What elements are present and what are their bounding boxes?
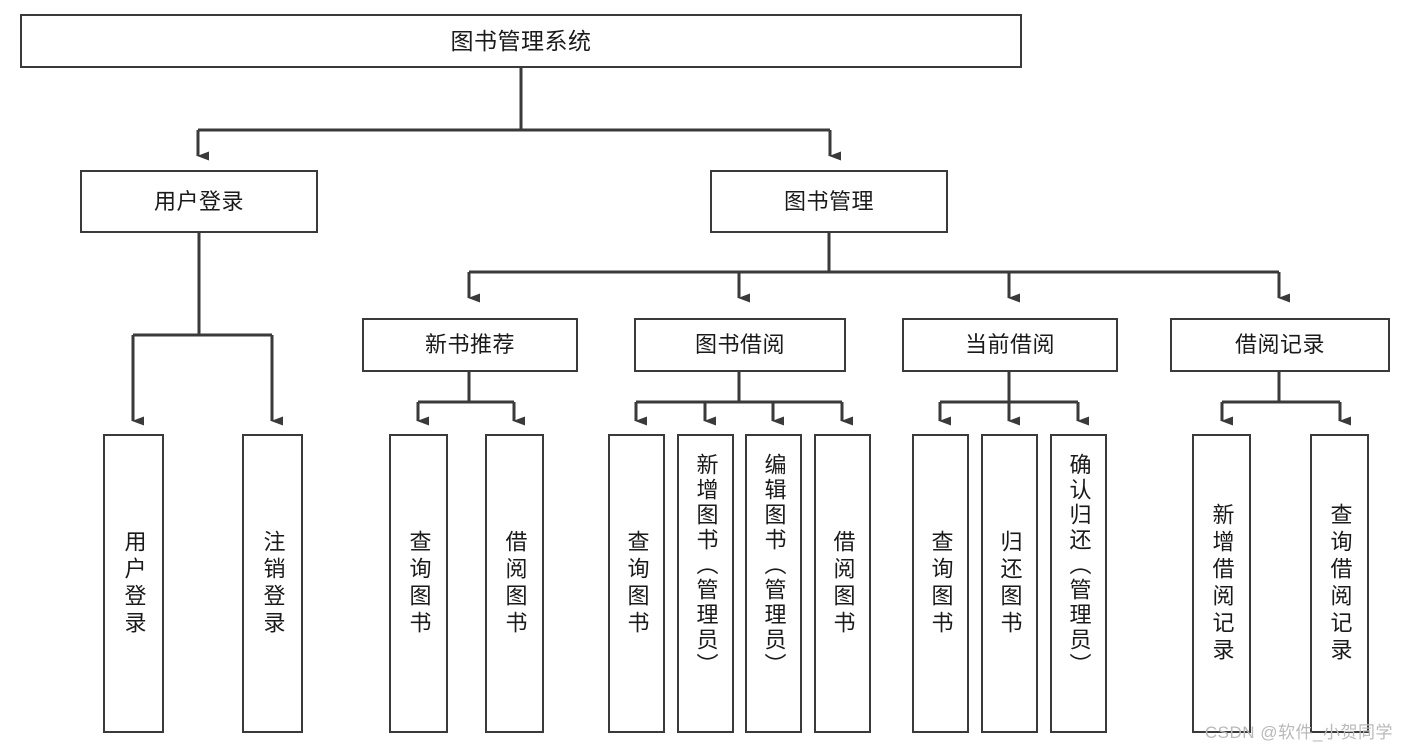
node-leaf-query-record[interactable]: 查询借阅记录 [1310, 434, 1369, 733]
node-leaf-query-book-2-label: 查询图书 [624, 529, 650, 638]
node-leaf-return-book[interactable]: 归还图书 [981, 434, 1038, 733]
node-leaf-query-book-3-label: 查询图书 [928, 529, 954, 638]
node-leaf-query-book-2[interactable]: 查询图书 [608, 434, 665, 733]
node-leaf-confirm-return-label: 确认归还（管理员） [1066, 453, 1092, 678]
node-root-label: 图书管理系统 [450, 27, 592, 54]
node-book-borrow[interactable]: 图书借阅 [634, 318, 846, 372]
node-leaf-add-book-label: 新增图书（管理员） [693, 453, 719, 678]
watermark: CSDN @软件_小贺同学 [1204, 723, 1393, 742]
node-leaf-logout-login[interactable]: 注销登录 [242, 434, 303, 733]
node-borrow-record-label: 借阅记录 [1234, 332, 1325, 358]
node-leaf-borrow-book-2[interactable]: 借阅图书 [814, 434, 871, 733]
node-book-management[interactable]: 图书管理 [710, 170, 948, 233]
node-leaf-borrow-book-2-label: 借阅图书 [830, 529, 856, 638]
node-leaf-add-book[interactable]: 新增图书（管理员） [677, 434, 734, 733]
node-current-borrow-label: 当前借阅 [964, 332, 1055, 358]
node-leaf-query-record-label: 查询借阅记录 [1327, 502, 1353, 665]
node-book-borrow-label: 图书借阅 [694, 332, 785, 358]
node-leaf-borrow-book-1[interactable]: 借阅图书 [485, 434, 544, 733]
node-leaf-query-book-1-label: 查询图书 [406, 529, 432, 638]
node-new-book-recommend-label: 新书推荐 [424, 332, 515, 358]
node-book-management-label: 图书管理 [783, 188, 874, 214]
node-current-borrow[interactable]: 当前借阅 [902, 318, 1118, 372]
node-leaf-logout-login-label: 注销登录 [260, 529, 286, 638]
node-leaf-add-record-label: 新增借阅记录 [1209, 502, 1235, 665]
node-leaf-confirm-return[interactable]: 确认归还（管理员） [1050, 434, 1107, 733]
node-leaf-query-book-3[interactable]: 查询图书 [912, 434, 969, 733]
node-leaf-return-book-label: 归还图书 [997, 529, 1023, 638]
node-leaf-edit-book[interactable]: 编辑图书（管理员） [745, 434, 802, 733]
node-leaf-add-record[interactable]: 新增借阅记录 [1192, 434, 1251, 733]
node-leaf-user-login[interactable]: 用户登录 [103, 434, 164, 733]
node-user-login-label: 用户登录 [153, 188, 244, 214]
node-leaf-borrow-book-1-label: 借阅图书 [502, 529, 528, 638]
node-user-login[interactable]: 用户登录 [80, 170, 318, 233]
node-leaf-edit-book-label: 编辑图书（管理员） [761, 453, 787, 678]
node-root[interactable]: 图书管理系统 [20, 14, 1022, 68]
node-leaf-user-login-label: 用户登录 [121, 529, 147, 638]
node-new-book-recommend[interactable]: 新书推荐 [362, 318, 578, 372]
node-leaf-query-book-1[interactable]: 查询图书 [389, 434, 448, 733]
node-borrow-record[interactable]: 借阅记录 [1170, 318, 1390, 372]
